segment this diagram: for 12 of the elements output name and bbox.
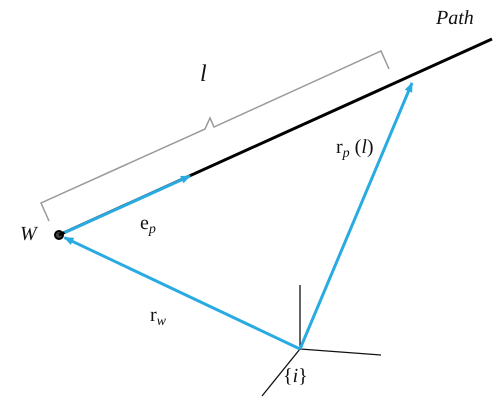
frame-label: {i} (283, 366, 308, 386)
edge-label: r$_{w}$ (150, 305, 166, 330)
coordinate-frame-drawing (261, 284, 383, 398)
node-label: Path (436, 8, 474, 28)
dimension-label: l (200, 62, 207, 86)
node-label: W (20, 224, 37, 244)
edge-label: e$_{p}$ (140, 213, 156, 238)
arrow (64, 236, 301, 350)
arrow (64, 174, 191, 234)
edge-label: r$_{p}$ (l) (336, 137, 374, 162)
path-line (59, 39, 492, 235)
arrow (298, 82, 414, 350)
